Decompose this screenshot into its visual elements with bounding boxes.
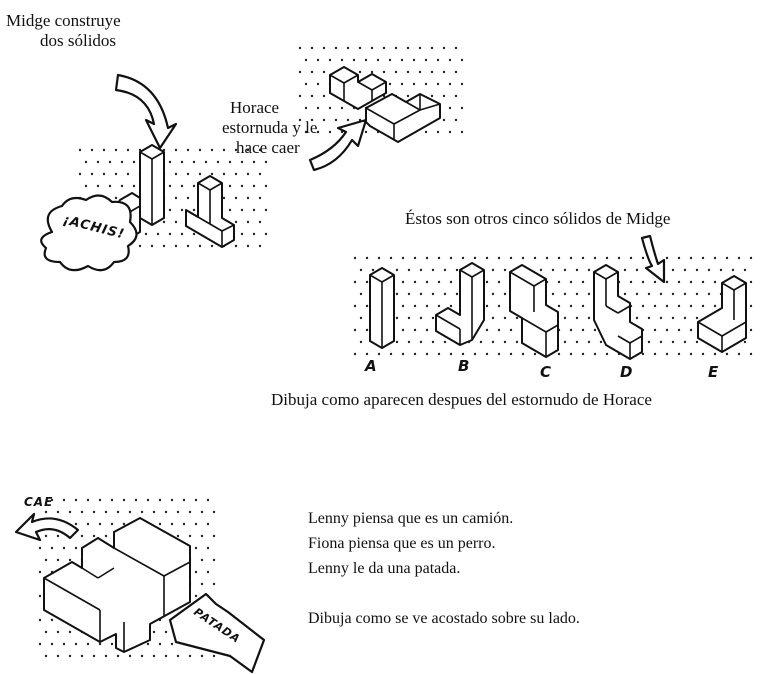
story-line-1: Lenny piensa que es un camión. — [308, 510, 514, 527]
caption-midge-line1: Midge construye — [6, 11, 121, 30]
patada-arrow — [168, 592, 266, 674]
fallen-solid-2 — [365, 93, 441, 143]
solid-c — [509, 264, 559, 358]
curved-arrow-midge — [114, 73, 178, 150]
story-instruction: Dibuja como se ve acostado sobre su lado… — [308, 610, 580, 627]
solid-e — [697, 275, 747, 353]
solid-a — [369, 267, 395, 349]
fallen-solid-1 — [329, 66, 387, 110]
solid-b — [435, 262, 485, 346]
label-c: C — [540, 363, 553, 381]
cae-label: CAE — [24, 495, 54, 509]
midge-solid-j-shape — [185, 175, 235, 248]
achis-cloud — [40, 194, 138, 272]
caption-horace-line2: estornuda y le — [222, 118, 318, 137]
arrow-to-solid-d — [640, 234, 666, 284]
cae-arrow — [14, 512, 80, 542]
dog-truck-solid — [43, 517, 191, 653]
label-a: A — [365, 357, 378, 375]
story-line-3: Lenny le da una patada. — [308, 560, 461, 577]
caption-other-solids: Éstos son otros cinco sólidos de Midge — [405, 209, 671, 228]
curved-arrow-sneeze — [308, 118, 368, 172]
caption-horace-line3: hace caer — [236, 138, 300, 157]
solid-d — [593, 264, 643, 360]
label-e: E — [708, 363, 720, 381]
caption-midge-line2: dos sólidos — [40, 31, 117, 50]
story-line-2: Fiona piensa que es un perro. — [308, 535, 496, 552]
label-b: B — [458, 357, 471, 375]
label-d: D — [620, 363, 634, 381]
caption-draw-after-sneeze: Dibuja como aparecen despues del estornu… — [271, 390, 652, 409]
caption-horace-line1: Horace — [230, 98, 280, 117]
